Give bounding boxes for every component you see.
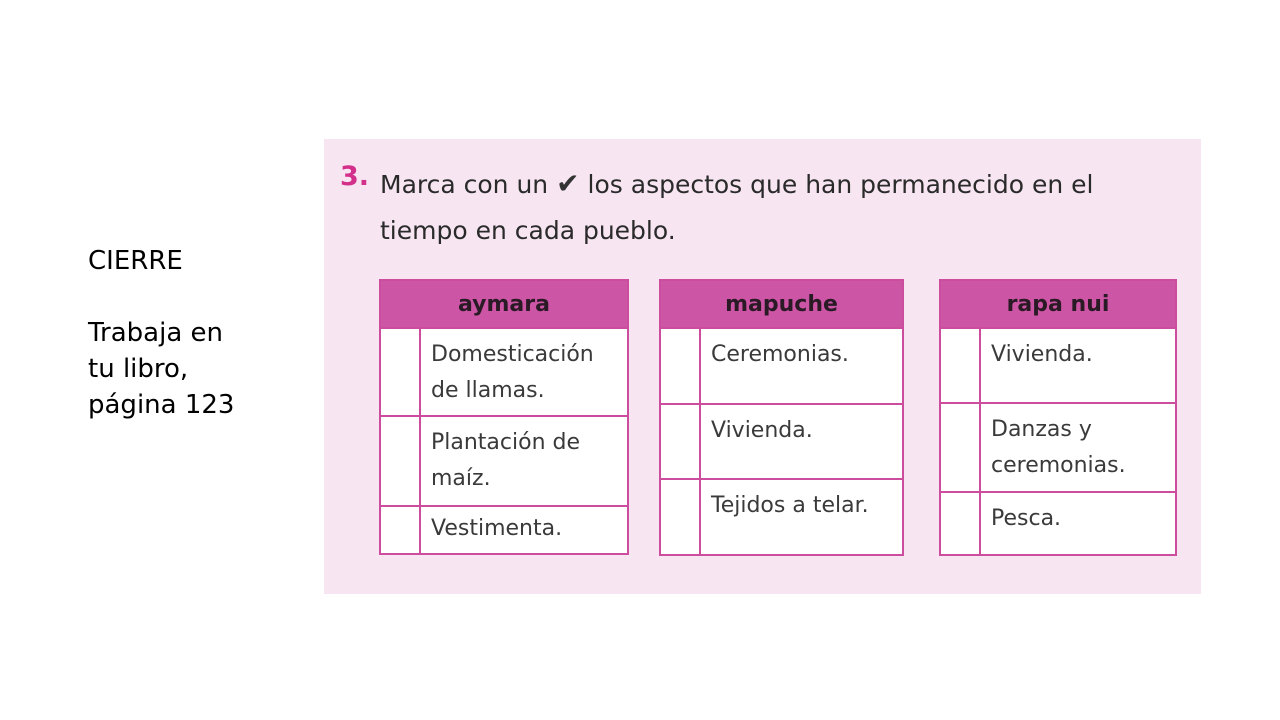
row-label: Domesticación de llamas. <box>431 342 594 403</box>
check-box[interactable] <box>381 417 421 505</box>
exercise-panel: 3. Marca con un ✔ los aspectos que han p… <box>324 139 1201 594</box>
table-mapuche: mapuche Ceremonias. Vivienda. Tejidos a … <box>659 279 904 556</box>
check-box[interactable] <box>941 329 981 402</box>
table-header: rapa nui <box>941 281 1175 329</box>
prompt-text-before: Marca con un <box>380 170 549 199</box>
instruction-line-2: tu libro, <box>88 354 189 384</box>
table-row: Vivienda. <box>661 405 902 480</box>
instruction-line-3: página 123 <box>88 390 235 420</box>
row-label: Tejidos a telar. <box>711 493 869 518</box>
check-box[interactable] <box>941 493 981 554</box>
row-label: Danzas y ceremonias. <box>991 417 1126 478</box>
table-row: Vestimenta. <box>381 507 627 553</box>
row-label: Vivienda. <box>711 418 813 443</box>
table-header: mapuche <box>661 281 902 329</box>
check-box[interactable] <box>381 507 421 553</box>
table-row: Plantación de maíz. <box>381 417 627 507</box>
table-row: Pesca. <box>941 493 1175 554</box>
exercise-number: 3. <box>340 161 370 192</box>
table-aymara: aymara Domesticación de llamas. Plantaci… <box>379 279 629 555</box>
table-row: Vivienda. <box>941 329 1175 404</box>
check-box[interactable] <box>381 329 421 415</box>
prompt-text-after: los aspectos que han permanecido en el t… <box>380 170 1094 245</box>
check-box[interactable] <box>661 480 701 554</box>
table-row: Domesticación de llamas. <box>381 329 627 417</box>
table-row: Danzas y ceremonias. <box>941 404 1175 493</box>
row-label: Ceremonias. <box>711 342 849 367</box>
table-row: Ceremonias. <box>661 329 902 405</box>
check-box[interactable] <box>661 329 701 403</box>
section-title: CIERRE <box>88 246 183 276</box>
row-label: Vestimenta. <box>431 516 563 541</box>
instructions-block: CIERRE Trabaja en tu libro, página 123 <box>88 243 288 423</box>
row-label: Vivienda. <box>991 342 1093 367</box>
check-box[interactable] <box>661 405 701 478</box>
row-label: Pesca. <box>991 506 1062 531</box>
instruction-line-1: Trabaja en <box>88 318 224 348</box>
exercise-prompt: Marca con un ✔ los aspectos que han perm… <box>380 161 1180 254</box>
checkmark-icon: ✔ <box>556 167 580 200</box>
table-row: Tejidos a telar. <box>661 480 902 554</box>
row-label: Plantación de maíz. <box>431 430 581 491</box>
check-box[interactable] <box>941 404 981 491</box>
table-rapa-nui: rapa nui Vivienda. Danzas y ceremonias. … <box>939 279 1177 556</box>
table-header: aymara <box>381 281 627 329</box>
